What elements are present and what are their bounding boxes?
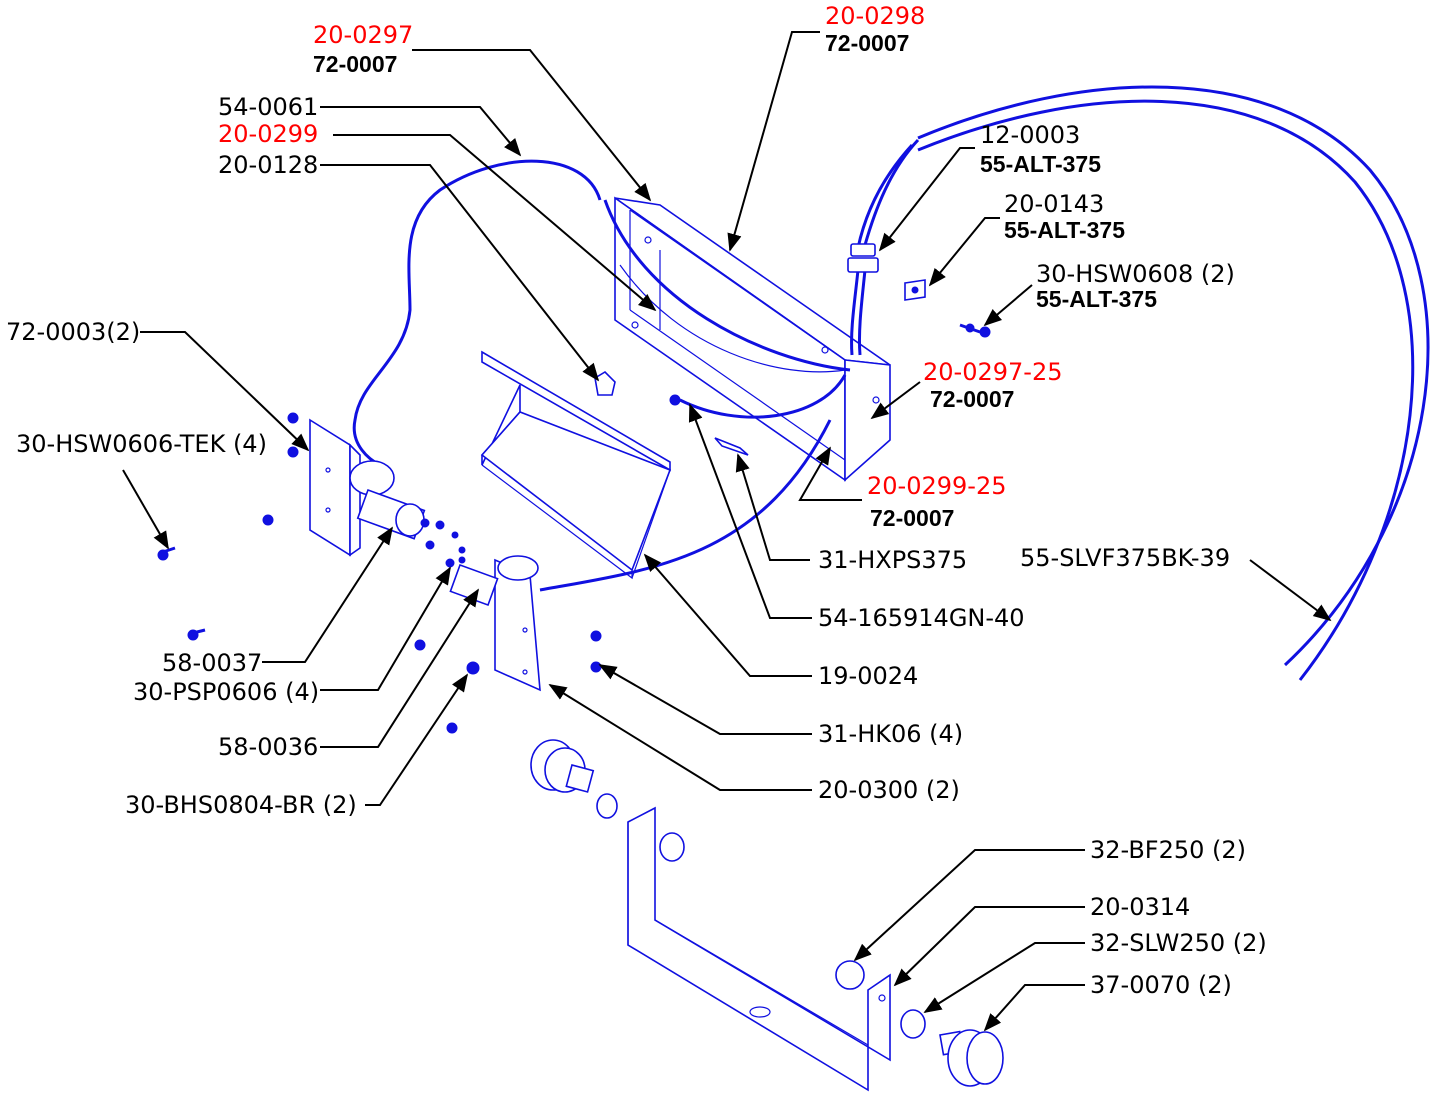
clip-20-0143 bbox=[904, 279, 926, 301]
cable-54-0061 bbox=[352, 159, 851, 467]
screws-30-psp0606 bbox=[425, 531, 466, 554]
callout-20-0298: 20-0298 bbox=[825, 2, 925, 30]
callout-31-hk06: 31-HK06 (4) bbox=[818, 720, 963, 748]
nuts-31-hk06 bbox=[590, 630, 602, 673]
motor-58-0037 bbox=[349, 460, 445, 540]
callout-19-0024: 19-0024 bbox=[818, 662, 918, 690]
callout-55-alt-375-a: 55-ALT-375 bbox=[980, 151, 1101, 177]
washer-32-bf250 bbox=[835, 960, 865, 990]
callout-20-0300: 20-0300 (2) bbox=[818, 776, 960, 804]
callout-20-0299: 20-0299 bbox=[218, 120, 318, 148]
screws-30-bhs0804-br bbox=[446, 661, 480, 734]
callout-72-0007-b: 72-0007 bbox=[825, 30, 909, 56]
callout-30-psp0606: 30-PSP0606 (4) bbox=[133, 678, 319, 706]
callout-54-0061: 54-0061 bbox=[218, 93, 318, 121]
u-bracket-20-0314 bbox=[627, 806, 891, 1092]
callout-30-hsw0606-tek: 30-HSW0606-TEK (4) bbox=[16, 430, 267, 458]
callout-72-0007-d: 72-0007 bbox=[870, 505, 954, 531]
callout-20-0297-25: 20-0297-25 bbox=[923, 358, 1062, 386]
right-plate-20-0300 bbox=[494, 555, 541, 692]
callout-12-0003: 12-0003 bbox=[980, 121, 1080, 149]
leader-lines bbox=[122, 31, 1332, 1032]
wire-bundle-12-0003 bbox=[847, 138, 920, 356]
washer-32-slw250 bbox=[900, 1009, 926, 1039]
callout-72-0003: 72-0003(2) bbox=[6, 318, 140, 346]
callout-20-0297: 20-0297 bbox=[313, 21, 413, 49]
bracket-20-0128 bbox=[594, 370, 616, 396]
knob-37-0070-left bbox=[530, 739, 618, 819]
callout-20-0314: 20-0314 bbox=[1090, 893, 1190, 921]
callout-72-0007-c: 72-0007 bbox=[930, 386, 1014, 412]
callout-58-0036: 58-0036 bbox=[218, 733, 318, 761]
callout-20-0128: 20-0128 bbox=[218, 151, 318, 179]
left-plate-20-0300 bbox=[309, 418, 361, 557]
sleeve-55-slvf375bk-39 bbox=[917, 85, 1430, 681]
screw-30-hsw0608 bbox=[959, 323, 991, 338]
callout-20-0143: 20-0143 bbox=[1004, 190, 1104, 218]
screws-30-hsw0606-tek bbox=[157, 514, 426, 651]
callout-55-alt-375-b: 55-ALT-375 bbox=[1004, 217, 1125, 243]
callout-30-bhs0804-br: 30-BHS0804-BR (2) bbox=[125, 791, 357, 819]
callout-55-slvf375bk-39: 55-SLVF375BK-39 bbox=[1020, 544, 1230, 572]
callout-20-0299-25: 20-0299-25 bbox=[867, 472, 1006, 500]
trough-19-0024 bbox=[480, 350, 672, 580]
callout-37-0070: 37-0070 (2) bbox=[1090, 971, 1232, 999]
callout-54-165914gn-40: 54-165914GN-40 bbox=[818, 604, 1025, 632]
cable-54-165914gn-40 bbox=[539, 374, 847, 592]
callout-32-slw250: 32-SLW250 (2) bbox=[1090, 929, 1267, 957]
end-plate-20-0297-25 bbox=[844, 359, 891, 482]
callout-58-0037: 58-0037 bbox=[162, 649, 262, 677]
callout-32-bf250: 32-BF250 (2) bbox=[1090, 836, 1246, 864]
callout-72-0007-a: 72-0007 bbox=[313, 51, 397, 77]
callout-55-alt-375-c: 55-ALT-375 bbox=[1036, 286, 1157, 312]
callout-30-hsw0608: 30-HSW0608 (2) bbox=[1036, 260, 1235, 288]
motor-58-0036 bbox=[445, 556, 499, 607]
callout-31-hxps375: 31-HXPS375 bbox=[818, 546, 967, 574]
knob-37-0070-right bbox=[939, 1029, 1004, 1087]
